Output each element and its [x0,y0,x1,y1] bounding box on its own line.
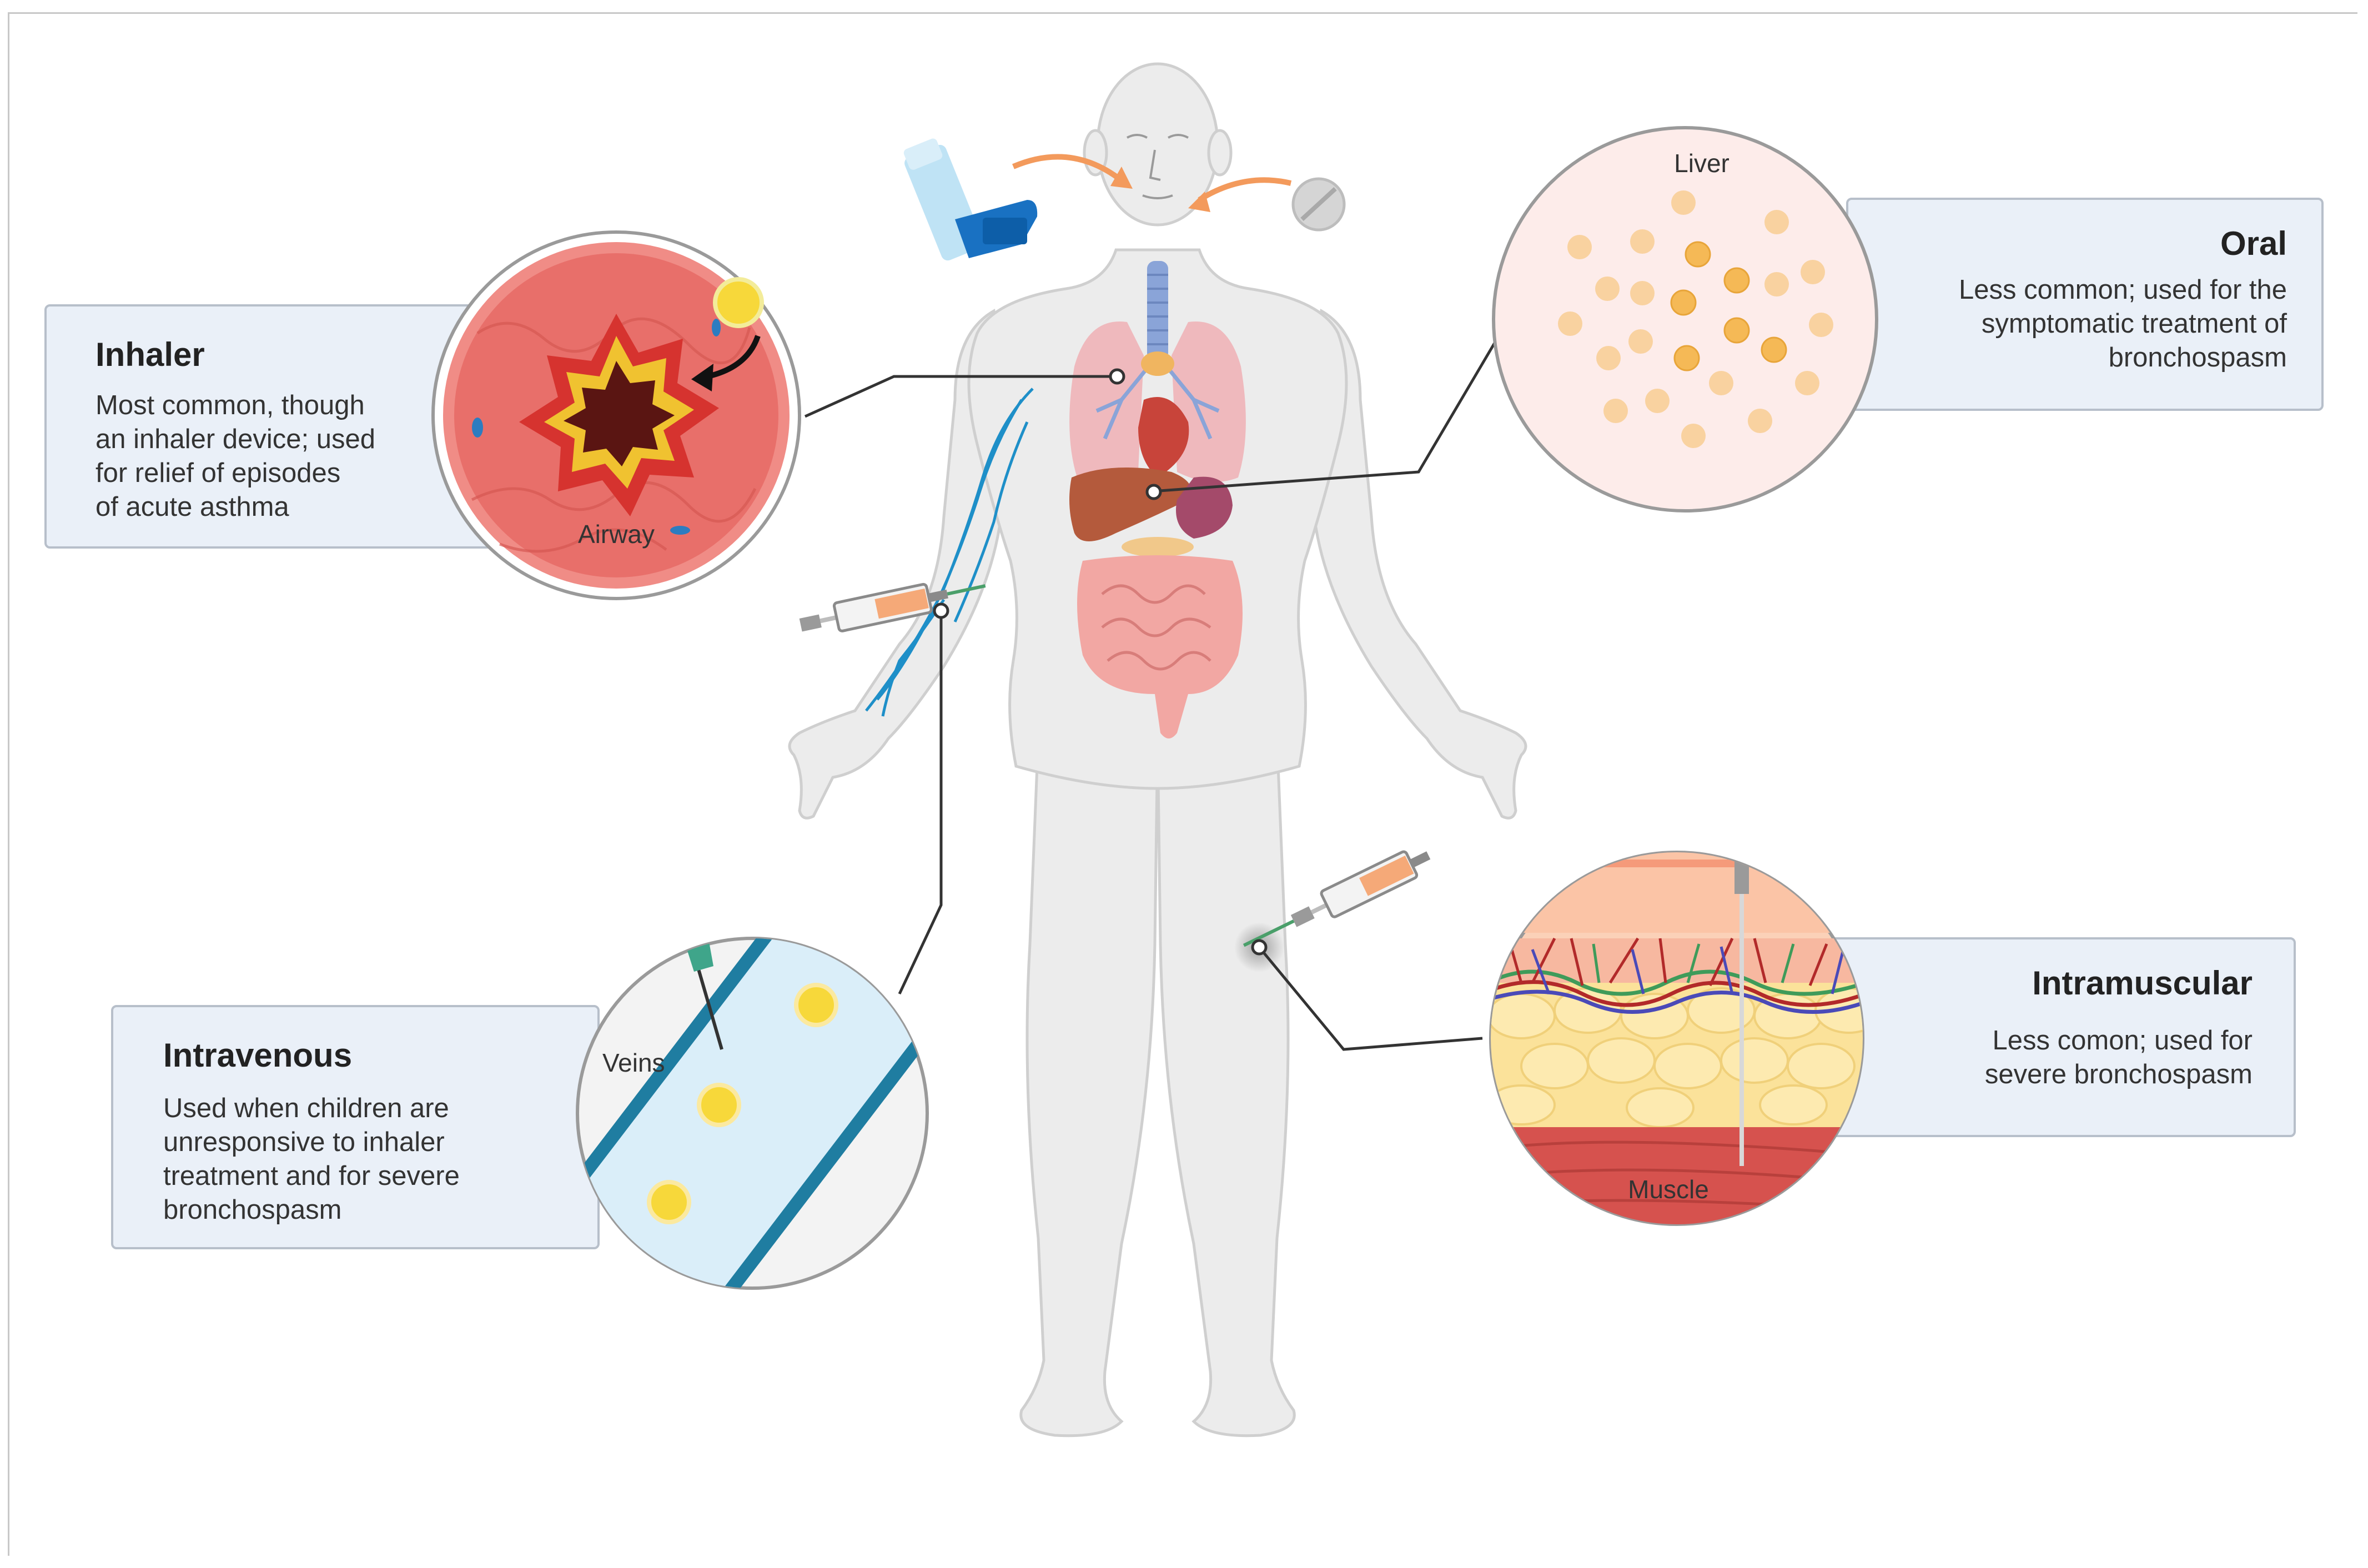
syringe-icon [1243,850,1431,947]
intramuscular-description: Less comon; used for severe bronchospasm [1984,1026,2253,1089]
intramuscular-title: Intramuscular [2032,964,2253,1002]
airway-circle: Airway [431,230,801,600]
inhaler-description: Most common, though an inhaler device; u… [95,390,375,522]
airway-label: Airway [578,520,655,549]
human-body [788,62,1527,1438]
drug-particles [647,983,838,1224]
intramuscular-box: Intramuscular Less comon; used for sever… [1824,937,2296,1137]
organs [1069,261,1246,738]
face [1127,134,1189,199]
intravenous-box: Intravenous Used when children are unres… [111,1005,600,1249]
drug-particle [713,277,764,328]
intravenous-title: Intravenous [163,1037,353,1074]
intravenous-description: Used when children are unresponsive to i… [163,1093,460,1225]
connector-dots [933,368,1268,956]
muscle-circle: Muscle [1489,851,1864,1226]
needle-icon [675,938,713,972]
inhaler-icon [903,138,1038,261]
pill-icon [1291,177,1346,232]
arm-veins [865,388,1034,717]
figure-frame [8,12,2357,1556]
connector-lines [804,315,1512,1051]
drug-particles [1558,190,1833,448]
oral-description: Less common; used for the symptomatic tr… [1958,275,2287,373]
oral-box: Oral Less common; used for the symptomat… [1846,198,2324,411]
inhaler-title: Inhaler [95,336,205,373]
liver-label: Liver [1674,149,1730,178]
administration-arrows [1012,154,1292,203]
muscle-label: Muscle [1628,1175,1709,1204]
veins-circle: Veins [576,937,929,1290]
liver-circle: Liver [1492,126,1878,512]
syringe-icon [799,582,986,632]
needle-icon [1734,852,1749,894]
oral-title: Oral [2220,225,2287,262]
veins-label: Veins [602,1048,665,1077]
